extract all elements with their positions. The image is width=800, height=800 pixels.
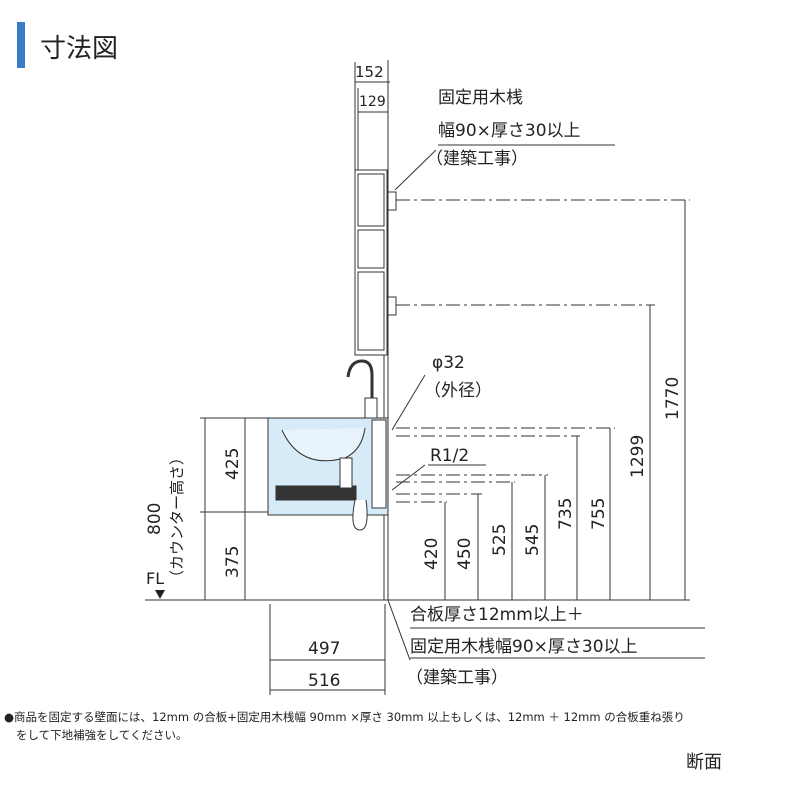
dim-425: 425 bbox=[223, 448, 243, 480]
mirror-cabinet bbox=[354, 169, 388, 356]
dim-375: 375 bbox=[223, 546, 243, 578]
dim-735: 735 bbox=[556, 498, 576, 530]
wall-label-line1: 合板厚さ12mm以上＋ bbox=[410, 605, 584, 625]
dim-497: 497 bbox=[308, 639, 340, 659]
counter-height-label: （カウンター高さ） bbox=[168, 450, 186, 585]
dim-152: 152 bbox=[355, 63, 384, 81]
title-accent-bar bbox=[17, 22, 25, 68]
pipe-outer-label: （外径） bbox=[424, 381, 492, 401]
dim-800: 800 bbox=[145, 503, 165, 535]
wall-label-line3: （建築工事） bbox=[406, 668, 508, 688]
wall-label-line2: 固定用木桟幅90×厚さ30以上 bbox=[410, 637, 638, 657]
fl-arrow-icon bbox=[155, 590, 165, 599]
footnote-line1: ●商品を固定する壁面には、12mm の合板+固定用木桟幅 90mm ×厚さ 30… bbox=[4, 710, 685, 724]
dim-420: 420 bbox=[422, 538, 442, 570]
dim-525: 525 bbox=[490, 524, 510, 556]
wood-label-line2: 幅90×厚さ30以上 bbox=[438, 121, 581, 141]
dim-129: 129 bbox=[359, 94, 386, 110]
wood-label-line1: 固定用木桟 bbox=[438, 88, 523, 108]
pipe-diameter-label: φ32 bbox=[432, 353, 465, 373]
dim-1299: 1299 bbox=[628, 435, 648, 478]
fl-label: FL bbox=[146, 569, 164, 588]
dim-545: 545 bbox=[523, 524, 543, 556]
wood-label-line3: （建築工事） bbox=[426, 149, 528, 169]
footnote-line2: をして下地補強をしてください。 bbox=[16, 728, 188, 742]
page-title: 寸法図 bbox=[40, 34, 118, 64]
dim-516: 516 bbox=[308, 671, 340, 691]
dim-755: 755 bbox=[589, 498, 609, 530]
dim-1770: 1770 bbox=[663, 377, 683, 420]
thread-label: R1/2 bbox=[430, 446, 469, 466]
dim-450: 450 bbox=[455, 538, 475, 570]
drawing-lines bbox=[145, 60, 705, 695]
section-label: 断面 bbox=[686, 752, 722, 773]
wash-basin bbox=[267, 359, 389, 531]
dimension-values: 152 129 1770 1299 755 735 545 525 450 42… bbox=[145, 63, 683, 691]
